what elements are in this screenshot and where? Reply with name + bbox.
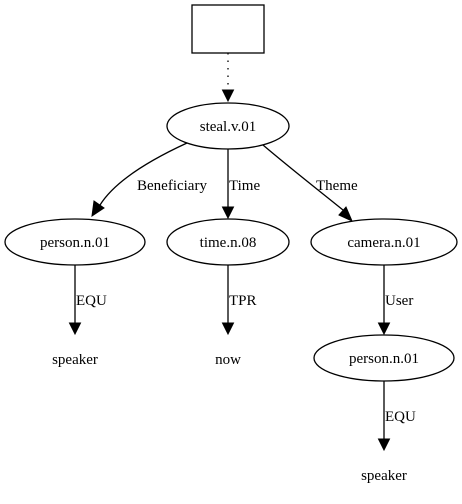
edge-equ-2-label: EQU	[385, 409, 416, 425]
node-now: now	[215, 352, 241, 368]
node-speaker-1: speaker	[52, 352, 98, 368]
edge-beneficiary-label: Beneficiary	[137, 178, 207, 194]
edge-theme: Theme	[262, 144, 358, 222]
node-time-label: time.n.08	[200, 235, 257, 251]
edge-time-label: Time	[229, 178, 260, 194]
edge-equ-2: EQU	[377, 381, 416, 452]
edge-beneficiary: Beneficiary	[91, 142, 207, 218]
edge-user: User	[377, 265, 413, 336]
node-person-1: person.n.01	[4, 218, 146, 266]
edge-tpr-label: TPR	[229, 293, 257, 309]
node-steal: steal.v.01	[166, 102, 290, 150]
node-speaker-2: speaker	[361, 468, 407, 484]
edge-user-label: User	[385, 293, 413, 309]
node-camera-label: camera.n.01	[347, 235, 420, 251]
node-time: time.n.08	[166, 218, 290, 266]
edge-root-to-steal	[221, 53, 235, 103]
edge-equ-1: EQU	[68, 265, 107, 336]
node-person-2: person.n.01	[313, 334, 455, 382]
edge-time: Time	[221, 149, 260, 220]
node-person-2-label: person.n.01	[349, 351, 419, 367]
root-box-node	[191, 4, 265, 54]
node-camera: camera.n.01	[310, 218, 458, 266]
node-steal-label: steal.v.01	[200, 119, 257, 135]
edge-equ-1-label: EQU	[76, 293, 107, 309]
node-person-1-label: person.n.01	[40, 235, 110, 251]
edge-tpr: TPR	[221, 265, 257, 336]
edge-theme-label: Theme	[316, 178, 358, 194]
